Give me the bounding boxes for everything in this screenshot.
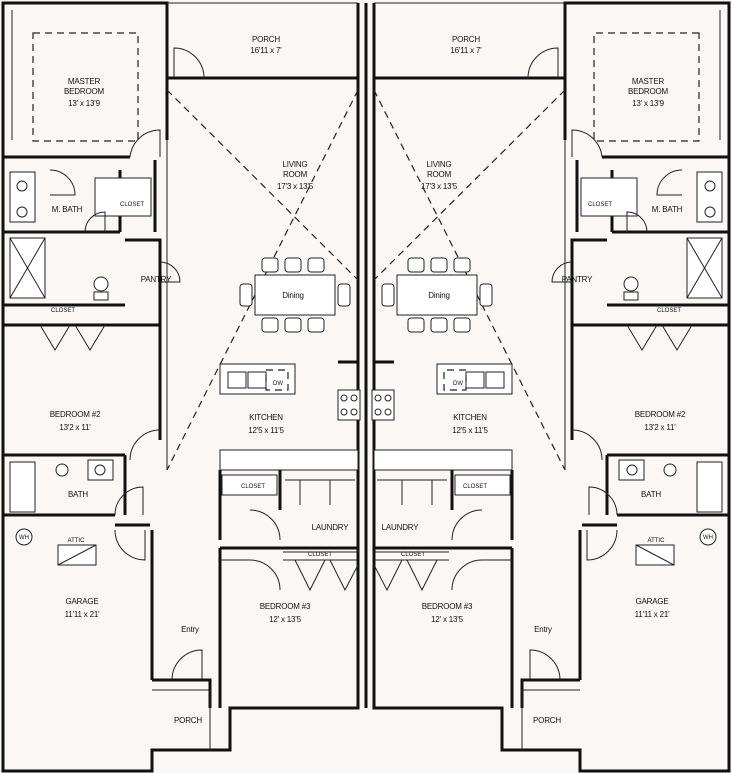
- dining-label: Dining: [282, 291, 303, 300]
- dw-label: DW: [273, 381, 283, 387]
- living-room-dims-right: 17'3 x 13'5: [421, 182, 458, 191]
- porch-bottom-label: PORCH: [174, 716, 202, 725]
- attic-label: ATTIC: [68, 538, 86, 544]
- bedroom3-label-right: BEDROOM #3: [422, 602, 473, 611]
- attic-label-right: ATTIC: [648, 538, 666, 544]
- garage-dims: 11'11 x 21': [65, 610, 100, 619]
- right-labels: PORCH 16'11 x 7' MASTER BEDROOM 13' x 13…: [382, 35, 713, 725]
- garage-label-right: GARAGE: [635, 597, 668, 606]
- living-room-label-1: LIVING: [282, 160, 307, 169]
- master-bedroom-label-1: MASTER: [68, 77, 101, 86]
- bedroom2-dims: 13'2 x 11': [59, 423, 91, 432]
- living-room-label-2: ROOM: [283, 170, 308, 179]
- laundry-label: LAUNDRY: [312, 523, 350, 532]
- living-room-label-1-right: LIVING: [426, 160, 451, 169]
- dining-label-right: Dining: [428, 291, 449, 300]
- kitchen-closet-label-right: CLOSET: [463, 484, 487, 490]
- garage-label: GARAGE: [65, 597, 98, 606]
- left-labels: PORCH 16'11 x 7' MASTER BEDROOM 13' x 13…: [19, 35, 349, 725]
- right-unit: [370, 1, 731, 773]
- porch-top-label-right: PORCH: [452, 35, 480, 44]
- m-bath-label: M. BATH: [52, 205, 83, 214]
- kitchen-closet-label: CLOSET: [241, 484, 265, 490]
- hall-closet-label-right: CLOSET: [657, 308, 681, 314]
- bedroom3-label: BEDROOM #3: [260, 602, 311, 611]
- kitchen-label-right: KITCHEN: [453, 413, 487, 422]
- porch-top-label: PORCH: [252, 35, 280, 44]
- porch-top-dims: 16'11 x 7': [250, 46, 282, 55]
- kitchen-label: KITCHEN: [249, 413, 283, 422]
- bedroom3-dims-right: 12' x 13'5: [431, 615, 463, 624]
- bedroom2-label-right: BEDROOM #2: [635, 410, 686, 419]
- m-bath-label-right: M. BATH: [652, 205, 683, 214]
- bedroom3-closet-label-right: CLOSET: [401, 552, 425, 558]
- wh-label: WH: [19, 535, 29, 541]
- pantry-label: PANTRY: [141, 275, 172, 284]
- bath-label-right: BATH: [641, 490, 661, 499]
- bedroom3-closet-label: CLOSET: [308, 552, 332, 558]
- m-bath-closet-label: CLOSET: [120, 202, 144, 208]
- bedroom2-dims-right: 13'2 x 11': [644, 423, 676, 432]
- kitchen-dims: 12'5 x 11'5: [248, 426, 284, 435]
- living-room-label-2-right: ROOM: [427, 170, 452, 179]
- entry-label: Entry: [181, 625, 199, 634]
- master-bedroom-dims-right: 13' x 13'9: [632, 99, 664, 108]
- bedroom3-dims: 12' x 13'5: [269, 615, 301, 624]
- living-room-dims: 17'3 x 13'5: [277, 182, 314, 191]
- laundry-label-right: LAUNDRY: [382, 523, 420, 532]
- master-bedroom-label-2-right: BEDROOM: [628, 87, 668, 96]
- bath-label: BATH: [68, 490, 88, 499]
- left-unit: [1, 1, 362, 773]
- wh-label-right: WH: [703, 535, 713, 541]
- garage-dims-right: 11'11 x 21': [635, 610, 670, 619]
- bedroom2-label: BEDROOM #2: [50, 410, 101, 419]
- m-bath-closet-label-right: CLOSET: [588, 202, 612, 208]
- entry-label-right: Entry: [534, 625, 552, 634]
- kitchen-dims-right: 12'5 x 11'5: [452, 426, 488, 435]
- porch-top-dims-right: 16'11 x 7': [450, 46, 482, 55]
- hall-closet-label: CLOSET: [51, 308, 75, 314]
- dw-label-right: DW: [453, 381, 463, 387]
- porch-bottom-label-right: PORCH: [533, 716, 561, 725]
- pantry-label-right: PANTRY: [562, 275, 593, 284]
- master-bedroom-dims: 13' x 13'9: [68, 99, 100, 108]
- master-bedroom-label-1-right: MASTER: [632, 77, 665, 86]
- master-bedroom-label-2: BEDROOM: [64, 87, 104, 96]
